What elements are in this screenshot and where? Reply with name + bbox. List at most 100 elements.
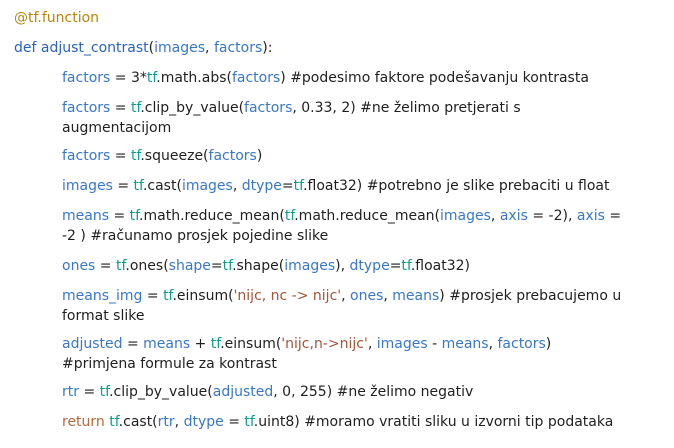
code-line: adjusted = means + tf.einsum('nijc,n->ni… [62, 334, 551, 354]
code-token: means [143, 336, 191, 352]
code-token: means [392, 288, 440, 304]
code-token: factors [213, 40, 263, 56]
code-token: = [110, 148, 131, 164]
code-token: factors [62, 100, 111, 116]
code-line: -2 ) #računamo prosjek pojedine slike [62, 226, 328, 246]
code-line: factors = tf.clip_by_value(factors, 0.33… [62, 98, 521, 118]
code-token: = [210, 258, 223, 274]
code-token: factors [62, 70, 111, 86]
code-token: adjusted [212, 384, 274, 400]
code-token: , [367, 336, 377, 352]
code-token: augmentacijom [62, 120, 172, 136]
code-line: #primjena formule za kontrast [62, 354, 277, 374]
code-token: = [122, 336, 144, 352]
code-token: .cast( [118, 414, 158, 430]
code-token: tf [146, 70, 157, 86]
code-token: + [190, 336, 211, 352]
code-token: = [79, 384, 100, 400]
code-token: means [441, 336, 489, 352]
code-token: , [174, 414, 184, 430]
code-token: tf [293, 178, 304, 194]
code-token: def [14, 40, 41, 56]
code-token: images [62, 178, 113, 194]
code-token: images [181, 178, 233, 194]
code-token: images [154, 40, 206, 56]
code-token: means_img [62, 288, 143, 304]
code-token: = 3* [110, 70, 147, 86]
code-line: images = tf.cast(images, dtype=tf.float3… [62, 176, 610, 196]
code-token: .einsum( [172, 288, 234, 304]
code-token: tf [401, 258, 411, 274]
code-token: , [383, 288, 393, 304]
code-line: rtr = tf.clip_by_value(adjusted, 0, 255)… [62, 382, 473, 402]
code-token: ones [62, 258, 96, 274]
code-token: .cast( [142, 178, 182, 194]
code-token: shape [168, 258, 211, 274]
code-token: .math.abs( [156, 70, 232, 86]
code-token: images [440, 208, 491, 224]
code-token: ones [350, 288, 384, 304]
code-token: .float32) #potrebno je slike prebaciti u… [303, 178, 610, 194]
code-token: tf [99, 384, 110, 400]
code-token: axis [499, 208, 528, 224]
code-token: = [223, 414, 245, 430]
code-token: , [490, 208, 500, 224]
code-line: means_img = tf.einsum('nijc, nc -> nijc'… [62, 286, 621, 306]
code-token: ) [545, 336, 552, 352]
code-token: = -2), [527, 208, 577, 224]
code-token: dtype [349, 258, 390, 274]
code-token: rtr [157, 414, 175, 430]
code-token: tf [133, 178, 143, 194]
code-token: dtype [183, 414, 224, 430]
code-token: .ones( [125, 258, 169, 274]
code-token: , [205, 40, 214, 56]
code-line: @tf.function [14, 8, 99, 28]
code-token: images [376, 336, 428, 352]
code-token: , 0.33, 2) #ne želimo pretjerati s [292, 100, 521, 116]
code-token: , 0, 255) #ne želimo negativ [273, 384, 474, 400]
code-token: means [62, 208, 109, 224]
code-token: factors [208, 148, 257, 164]
code-token: , [341, 288, 351, 304]
code-token: factors [497, 336, 546, 352]
code-line: factors = tf.squeeze(factors) [62, 146, 262, 166]
code-token: .shape( [232, 258, 285, 274]
code-token: #primjena formule za kontrast [62, 356, 277, 372]
code-line: augmentacijom [62, 118, 171, 138]
code-token: = [389, 258, 402, 274]
code-token: @tf.function [14, 10, 100, 26]
code-token: factors [244, 100, 293, 116]
code-token: ) #podesimo faktore podešavanju kontrast… [280, 70, 589, 86]
code-token: images [284, 258, 336, 274]
code-token: factors [62, 148, 111, 164]
code-line: def adjust_contrast(images, factors): [14, 38, 272, 58]
code-token: .uint8) #moramo vratiti sliku u izvorni … [253, 414, 614, 430]
code-token: dtype [241, 178, 282, 194]
code-token: format slike [62, 308, 145, 324]
code-line: return tf.cast(rtr, dtype = tf.uint8) #m… [62, 412, 613, 432]
code-token: tf [244, 414, 254, 430]
code-token: axis [576, 208, 605, 224]
code-token: tf [129, 208, 140, 224]
code-token: tf [163, 288, 173, 304]
code-token: tf [130, 148, 141, 164]
code-token: .squeeze( [140, 148, 209, 164]
code-token: .clip_by_value( [109, 384, 213, 400]
code-token: ) [256, 148, 263, 164]
code-token: .math.reduce_mean( [139, 208, 285, 224]
code-token: = [142, 288, 164, 304]
code-token: = [112, 178, 134, 194]
code-token: factors [231, 70, 281, 86]
code-line: means = tf.math.reduce_mean(tf.math.redu… [62, 206, 621, 226]
code-token: = [95, 258, 116, 274]
code-token: .math.reduce_mean( [294, 208, 441, 224]
code-token: , [488, 336, 498, 352]
code-token: - [427, 336, 442, 352]
code-token: .float32) [410, 258, 471, 274]
code-token: tf [210, 336, 221, 352]
code-line: ones = tf.ones(shape=tf.shape(images), d… [62, 256, 470, 276]
code-token: = [110, 100, 131, 116]
code-token: , [232, 178, 242, 194]
code-token: tf [116, 258, 126, 274]
